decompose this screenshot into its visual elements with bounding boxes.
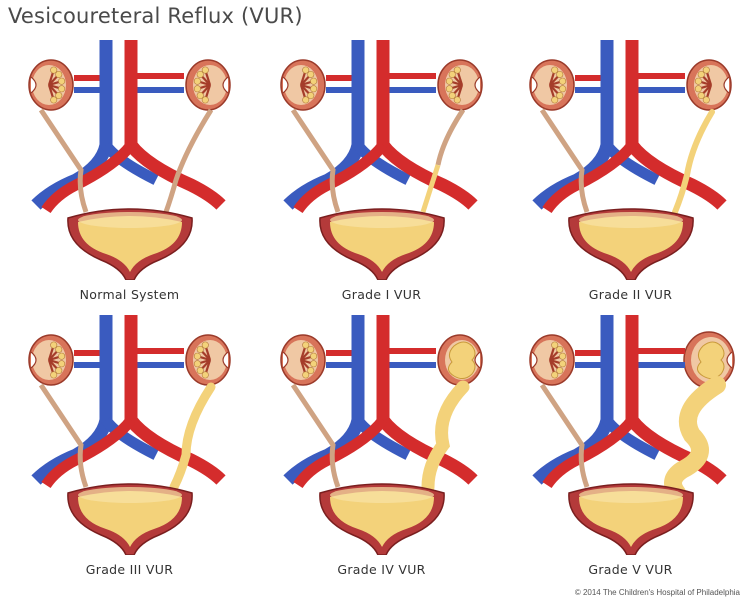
urinary-system-illustration	[258, 40, 505, 280]
urinary-system-illustration	[507, 315, 742, 555]
vur-panel-0: Normal System	[6, 40, 253, 325]
urinary-system-illustration	[6, 40, 253, 280]
urinary-system-illustration	[507, 40, 742, 280]
panel-caption: Grade III VUR	[6, 562, 253, 577]
panel-caption: Grade I VUR	[258, 287, 505, 302]
vur-panel-1: Grade I VUR	[258, 40, 505, 325]
panel-caption: Grade V VUR	[507, 562, 742, 577]
urinary-system-illustration	[6, 315, 253, 555]
panel-caption: Normal System	[6, 287, 253, 302]
panel-caption: Grade II VUR	[507, 287, 742, 302]
vur-panel-4: Grade IV VUR	[258, 315, 505, 600]
panel-caption: Grade IV VUR	[258, 562, 505, 577]
urinary-system-illustration	[258, 315, 505, 555]
vur-panel-5: Grade V VUR	[507, 315, 742, 600]
copyright-text: © 2014 The Children's Hospital of Philad…	[575, 588, 740, 597]
diagram-title: Vesicoureteral Reflux (VUR)	[8, 4, 303, 28]
vur-panel-2: Grade II VUR	[507, 40, 742, 325]
vur-panel-3: Grade III VUR	[6, 315, 253, 600]
